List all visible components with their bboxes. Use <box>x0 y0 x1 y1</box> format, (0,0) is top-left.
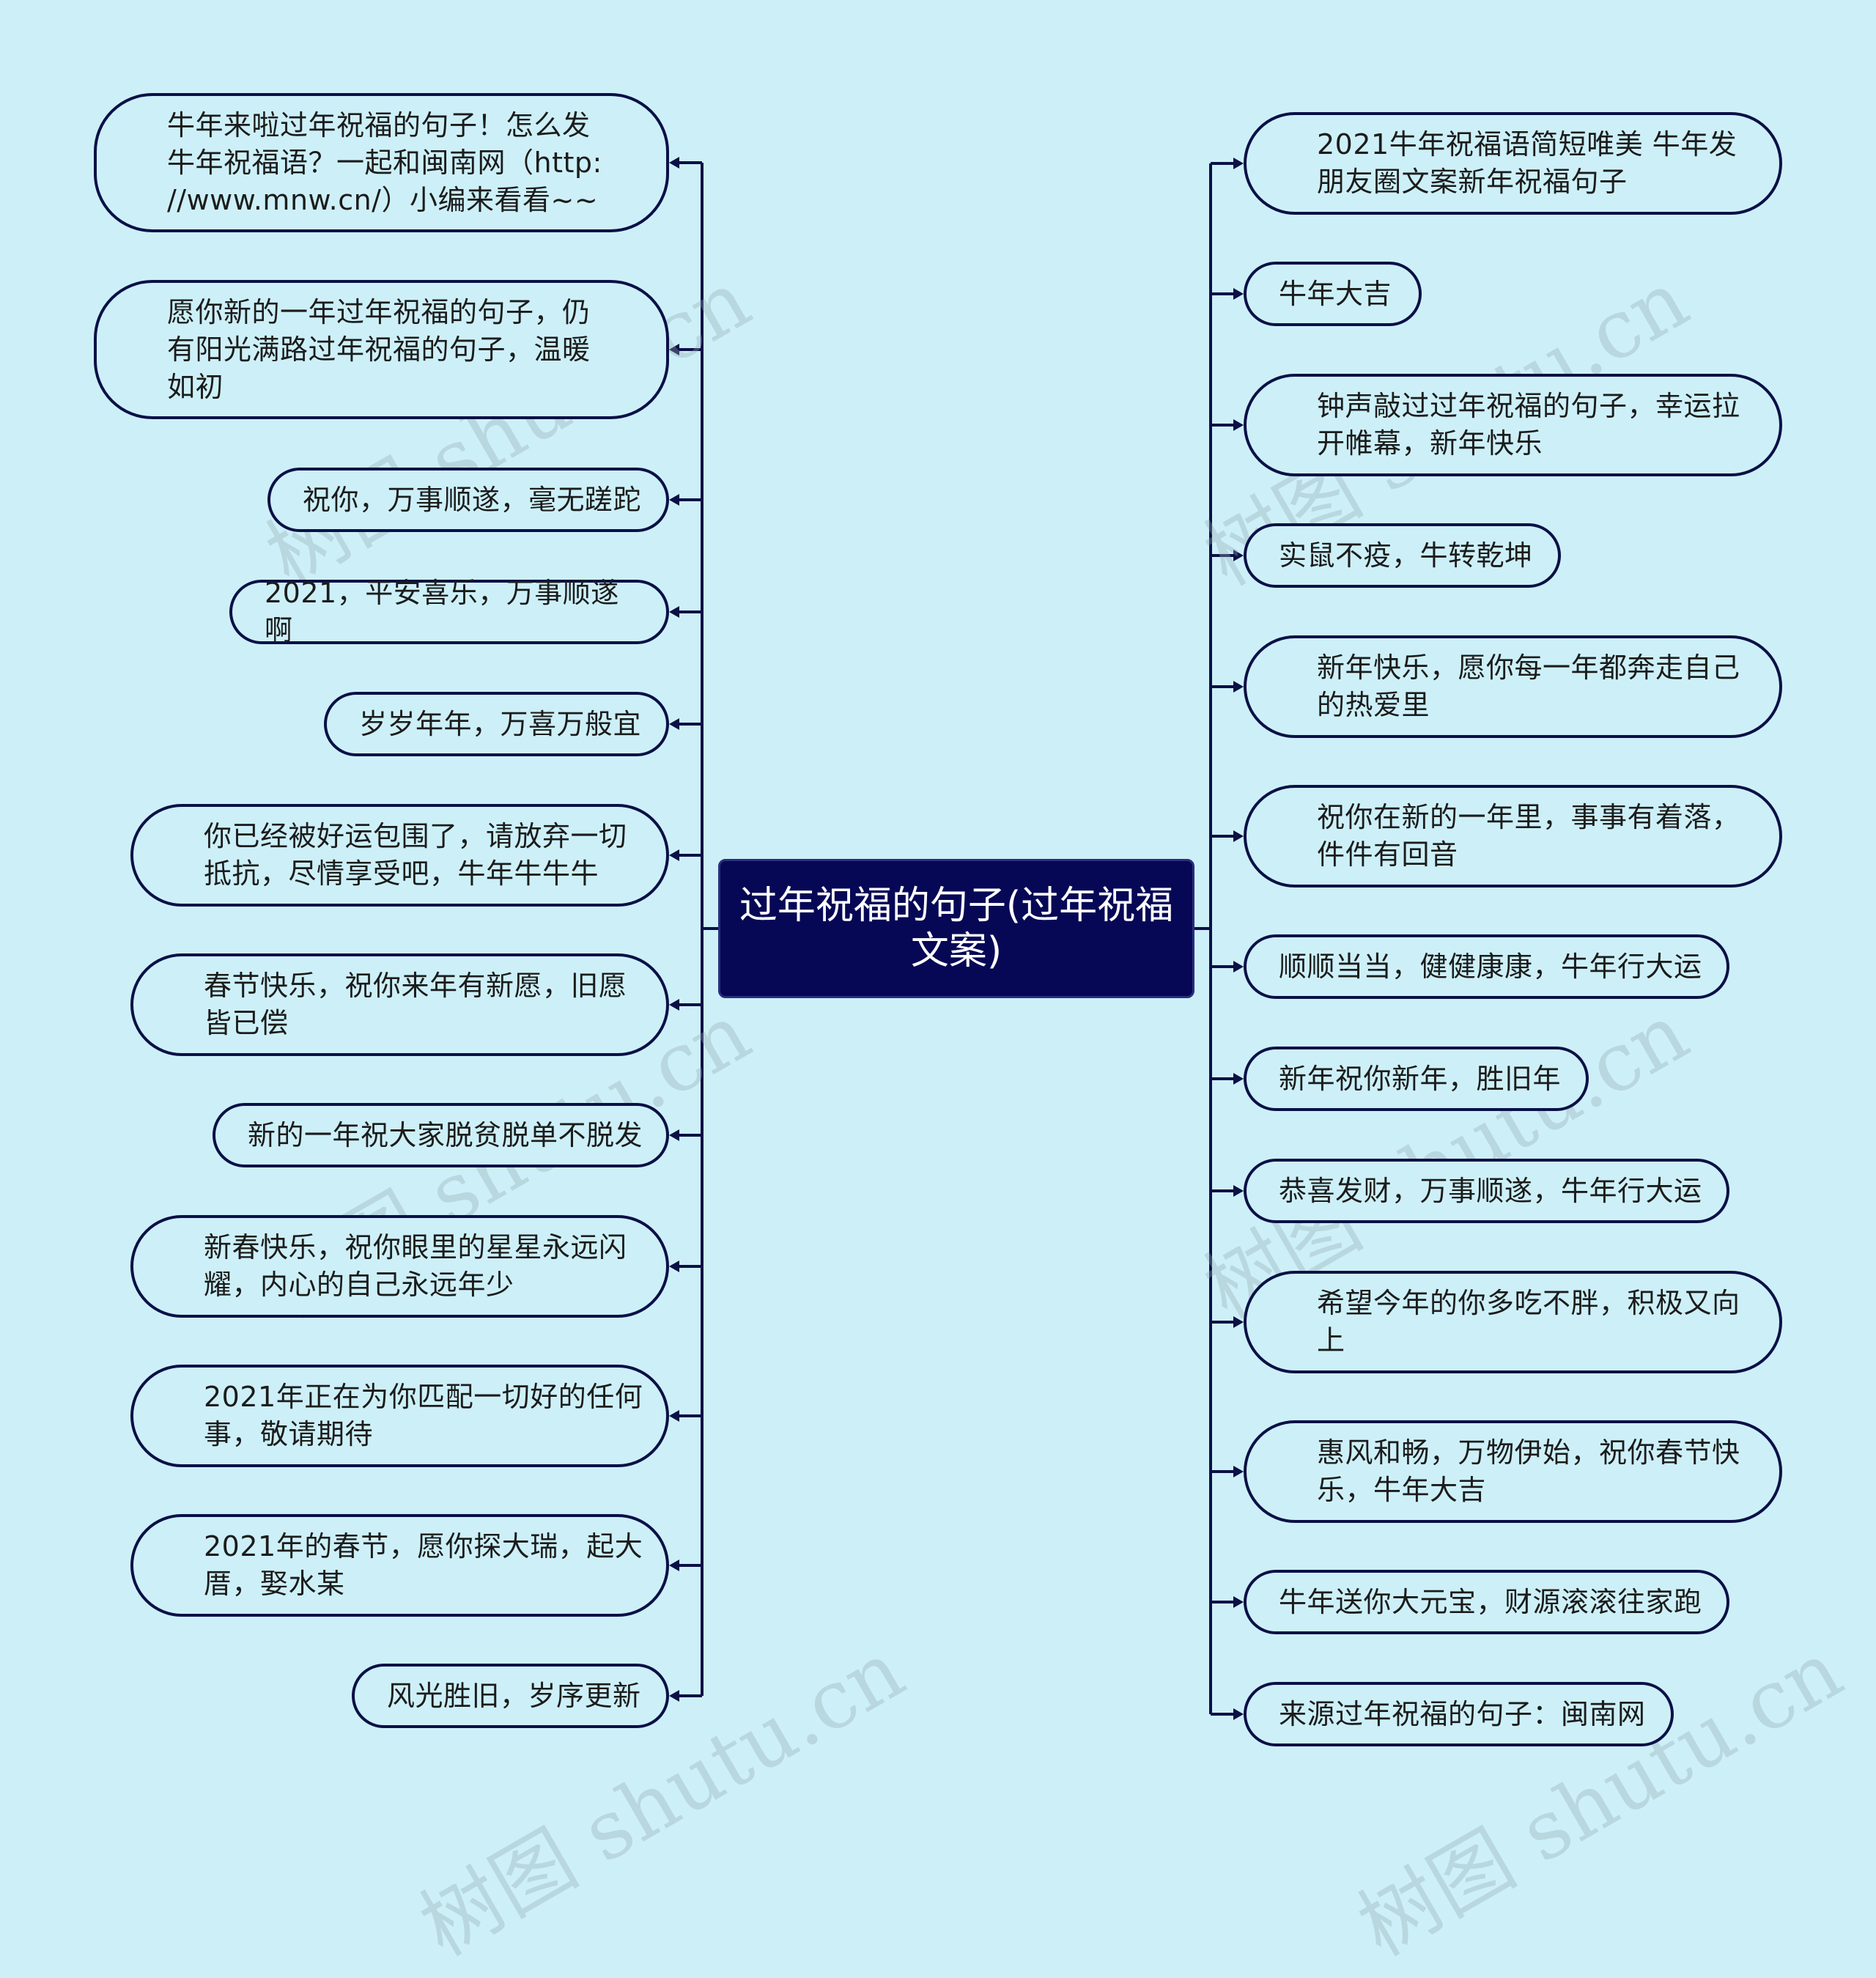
right-branch-node[interactable]: 希望今年的你多吃不胖，积极又向 上 <box>1244 1271 1782 1373</box>
right-branch-node[interactable]: 牛年送你大元宝，财源滚滚往家跑 <box>1244 1570 1729 1634</box>
right-arrow-icon <box>1233 1073 1244 1085</box>
right-arrow-icon <box>1233 1708 1244 1720</box>
right-branch-node[interactable]: 恭喜发财，万事顺遂，牛年行大运 <box>1244 1159 1729 1223</box>
right-branch-node[interactable]: 实鼠不疫，牛转乾坤 <box>1244 523 1561 588</box>
left-branch-label: 2021年正在为你匹配一切好的任何 事，敬请期待 <box>204 1381 643 1450</box>
left-branch-label: 牛年来啦过年祝福的句子！怎么发 牛年祝福语？一起和闽南网（http: //www… <box>167 108 602 216</box>
left-arrow-icon <box>669 494 679 506</box>
right-branch-label: 惠风和畅，万物伊始，祝你春节快 乐，牛年大吉 <box>1317 1436 1740 1506</box>
connector-lines <box>669 157 1244 1720</box>
left-arrow-icon <box>669 1690 679 1702</box>
left-arrow-icon <box>669 849 679 861</box>
right-arrow-icon <box>1233 288 1244 300</box>
right-branch-label: 钟声敲过过年祝福的句子，幸运拉 开帷幕，新年快乐 <box>1317 390 1740 460</box>
left-arrow-icon <box>669 1560 679 1571</box>
left-branch-node[interactable]: 风光胜旧，岁序更新 <box>352 1664 669 1728</box>
right-branch-label: 祝你在新的一年里，事事有着落， 件件有回音 <box>1317 801 1740 871</box>
right-arrow-icon <box>1233 1316 1244 1328</box>
left-branch-node[interactable]: 新的一年祝大家脱贫脱单不脱发 <box>213 1103 669 1167</box>
left-branch-node[interactable]: 2021年正在为你匹配一切好的任何 事，敬请期待 <box>130 1365 669 1467</box>
right-arrow-icon <box>1233 550 1244 561</box>
left-arrow-icon <box>669 344 679 355</box>
left-branch-label: 岁岁年年，万喜万般宜 <box>359 707 642 740</box>
right-branch-label: 牛年大吉 <box>1279 277 1392 310</box>
right-arrow-icon <box>1233 158 1244 169</box>
left-arrow-icon <box>669 1261 679 1272</box>
left-branch-label: 愿你新的一年过年祝福的句子，仍 有阳光满路过年祝福的句子，温暖 如初 <box>167 295 591 403</box>
left-branch-node[interactable]: 岁岁年年，万喜万般宜 <box>324 692 669 756</box>
right-branch-label: 顺顺当当，健健康康，牛年行大运 <box>1279 950 1702 983</box>
left-branch-node[interactable]: 祝你，万事顺遂，毫无蹉跎 <box>267 468 669 532</box>
left-branch-node[interactable]: 春节快乐，祝你来年有新愿，旧愿 皆已偿 <box>130 953 669 1056</box>
left-branch-node[interactable]: 2021，平安喜乐，万事顺遂啊 <box>229 577 669 646</box>
right-branch-node[interactable]: 新年快乐，愿你每一年都奔走自己 的热爱里 <box>1244 635 1782 738</box>
right-branch-label: 恭喜发财，万事顺遂，牛年行大运 <box>1279 1174 1702 1207</box>
right-branch-label: 新年祝你新年，胜旧年 <box>1279 1062 1562 1095</box>
right-branch-node[interactable]: 2021牛年祝福语简短唯美 牛年发 朋友圈文案新年祝福句子 <box>1244 112 1782 215</box>
right-branch-node[interactable]: 新年祝你新年，胜旧年 <box>1244 1047 1589 1111</box>
right-arrow-icon <box>1233 830 1244 842</box>
left-arrow-icon <box>669 157 679 169</box>
right-arrow-icon <box>1233 419 1244 431</box>
left-arrow-icon <box>669 1129 679 1141</box>
right-branch-label: 实鼠不疫，牛转乾坤 <box>1279 539 1533 572</box>
right-branch-label: 2021牛年祝福语简短唯美 牛年发 朋友圈文案新年祝福句子 <box>1317 128 1737 198</box>
left-branch-label: 风光胜旧，岁序更新 <box>387 1679 641 1712</box>
left-branch-label: 新春快乐，祝你眼里的星星永远闪 耀，内心的自己永远年少 <box>204 1231 627 1301</box>
right-branch-node[interactable]: 惠风和畅，万物伊始，祝你春节快 乐，牛年大吉 <box>1244 1420 1782 1523</box>
right-arrow-icon <box>1233 681 1244 693</box>
left-arrow-icon <box>669 718 679 730</box>
left-branch-label: 春节快乐，祝你来年有新愿，旧愿 皆已偿 <box>204 970 627 1039</box>
right-arrow-icon <box>1233 1596 1244 1608</box>
right-branch-label: 希望今年的你多吃不胖，积极又向 上 <box>1317 1287 1740 1357</box>
right-branch-label: 牛年送你大元宝，财源滚滚往家跑 <box>1279 1585 1702 1618</box>
right-branch-node[interactable]: 顺顺当当，健健康康，牛年行大运 <box>1244 934 1729 999</box>
right-arrow-icon <box>1233 1185 1244 1197</box>
right-branch-node[interactable]: 牛年大吉 <box>1244 262 1422 326</box>
right-arrow-icon <box>1233 1466 1244 1477</box>
left-branch-label: 新的一年祝大家脱贫脱单不脱发 <box>248 1118 643 1151</box>
left-arrow-icon <box>669 999 679 1011</box>
left-branch-node[interactable]: 你已经被好运包围了，请放弃一切 抵抗，尽情享受吧，牛年牛牛牛 <box>130 804 669 907</box>
left-branch-label: 祝你，万事顺遂，毫无蹉跎 <box>303 483 642 516</box>
left-branch-node[interactable]: 新春快乐，祝你眼里的星星永远闪 耀，内心的自己永远年少 <box>130 1215 669 1318</box>
right-arrow-icon <box>1233 961 1244 973</box>
right-branch-node[interactable]: 钟声敲过过年祝福的句子，幸运拉 开帷幕，新年快乐 <box>1244 374 1782 476</box>
left-branch-node[interactable]: 愿你新的一年过年祝福的句子，仍 有阳光满路过年祝福的句子，温暖 如初 <box>94 280 669 419</box>
left-branch-label: 2021年的春节，愿你探大瑞，起大 厝，娶水某 <box>204 1530 643 1600</box>
left-arrow-icon <box>669 606 679 618</box>
left-branch-node[interactable]: 牛年来啦过年祝福的句子！怎么发 牛年祝福语？一起和闽南网（http: //www… <box>94 93 669 232</box>
right-branch-node[interactable]: 来源过年祝福的句子：闽南网 <box>1244 1682 1674 1746</box>
left-branch-label: 你已经被好运包围了，请放弃一切 抵抗，尽情享受吧，牛年牛牛牛 <box>204 820 627 890</box>
right-branch-label: 新年快乐，愿你每一年都奔走自己 的热爱里 <box>1317 652 1740 721</box>
left-branch-node[interactable]: 2021年的春节，愿你探大瑞，起大 厝，娶水某 <box>130 1514 669 1617</box>
right-branch-label: 来源过年祝福的句子：闽南网 <box>1279 1697 1646 1730</box>
root-node[interactable]: 过年祝福的句子(过年祝福 文案) <box>718 859 1194 998</box>
right-branch-node[interactable]: 祝你在新的一年里，事事有着落， 件件有回音 <box>1244 785 1782 887</box>
left-arrow-icon <box>669 1410 679 1422</box>
left-branch-label: 2021，平安喜乐，万事顺遂啊 <box>265 577 619 646</box>
